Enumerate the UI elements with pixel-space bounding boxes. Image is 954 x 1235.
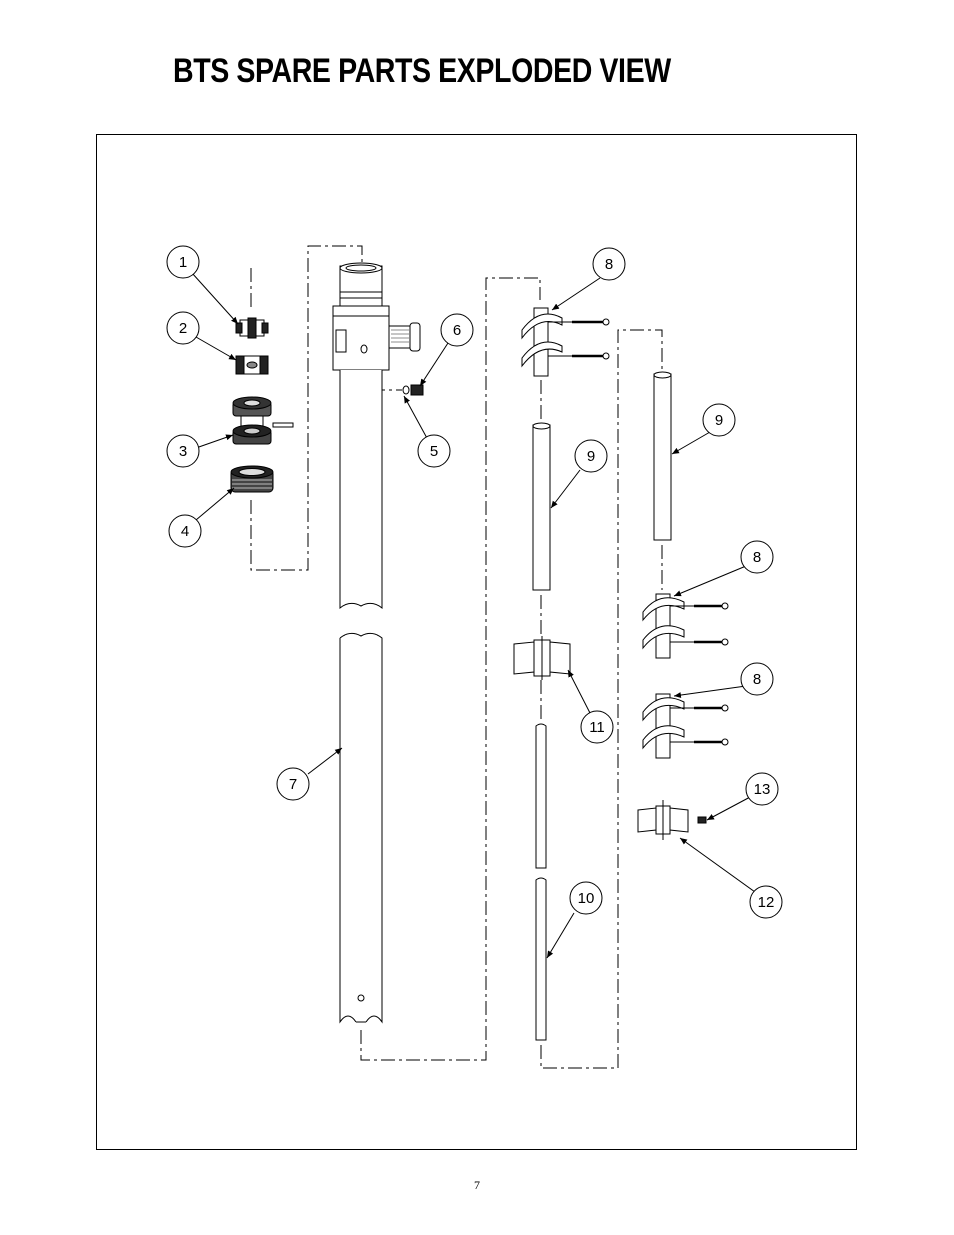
callout-circle [740,540,774,574]
callout-circle [580,710,614,744]
callout-number: 7 [289,776,297,793]
callout-number: 1 [179,254,187,271]
part-auger-flight-top [521,307,610,377]
part-outer-tube [339,370,383,1024]
part-impeller-lower [637,800,707,840]
callout-circle [592,247,626,281]
page-title: BTS SPARE PARTS EXPLODED VIEW [173,52,671,90]
callout-number: 8 [605,256,613,273]
callout-number: 3 [179,443,187,460]
callout-circle [749,885,783,919]
page-number: 7 [474,1178,480,1192]
part-pump-housing [332,262,421,371]
callout-circle [574,439,608,473]
part-auger-flight-mid [642,593,729,659]
callout-number: 10 [578,890,595,907]
callout-circle [569,881,603,915]
callout-number: 2 [179,320,187,337]
callout-number: 12 [758,894,775,911]
callout-number: 5 [430,443,438,460]
part-coupling-small [235,317,269,339]
callout-circle [417,434,451,468]
callout-circle [440,313,474,347]
callout-circle [166,434,200,468]
callout-number: 11 [589,719,605,736]
part-auger-flight-low [642,693,729,759]
part-shaft-left [532,422,551,591]
callout-number: 6 [453,322,461,339]
callout-circle [276,767,310,801]
callout-circle [166,311,200,345]
callout-circle [740,662,774,696]
part-seal-nut [230,465,274,493]
callout-number: 8 [753,671,761,688]
part-bearing [232,396,294,445]
callout-circle [702,403,736,437]
diagram-frame [96,134,857,1150]
part-shaft-right [653,371,672,541]
callout-number: 13 [754,781,771,798]
callout-number: 8 [753,549,761,566]
callout-circle [166,245,200,279]
callout-number: 4 [181,523,189,540]
callout-number: 9 [587,448,595,465]
callout-circle [168,514,202,548]
assembly-path-lines [250,245,663,1069]
leader-lines [191,272,756,959]
part-coupling-jaw [235,355,269,375]
callout-circle [745,772,779,806]
part-impeller-upper [513,636,571,680]
part-drive-rod [535,723,547,1041]
part-set-screw [402,384,424,396]
callout-number: 9 [715,412,723,429]
